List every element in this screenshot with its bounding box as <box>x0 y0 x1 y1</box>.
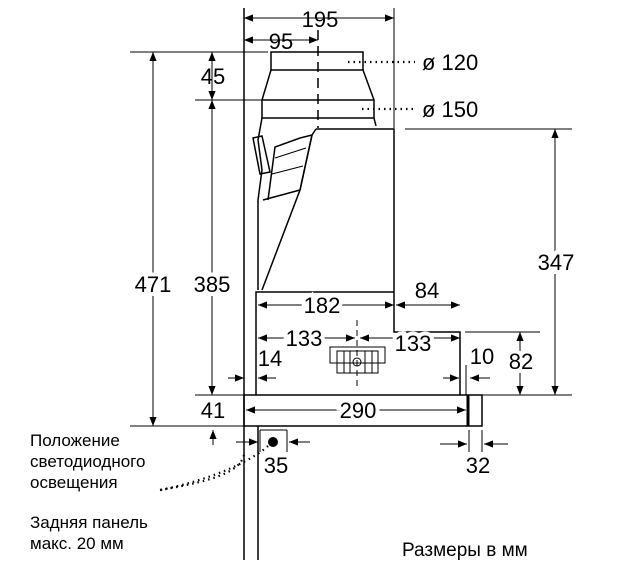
dim-133-left: 133 <box>286 326 323 351</box>
units-caption: Размеры в мм <box>402 540 528 561</box>
dim-84: 84 <box>415 278 439 303</box>
dim-41: 41 <box>201 398 225 423</box>
duct-connector <box>261 30 377 128</box>
dim-35: 35 <box>264 453 288 478</box>
dim-32: 32 <box>466 453 490 478</box>
light-fixture-icon <box>329 320 386 387</box>
dim-45: 45 <box>201 64 225 89</box>
dim-182: 182 <box>304 293 341 318</box>
dim-133-right: 133 <box>395 331 432 356</box>
back-panel-label: Задняя панель макс. 20 мм <box>30 513 148 553</box>
dim-471: 471 <box>135 272 172 297</box>
dim-dia-150: ø 150 <box>422 97 478 122</box>
dim-347: 347 <box>538 250 575 275</box>
back-panel-leader-line <box>159 454 246 492</box>
dim-95: 95 <box>269 29 293 54</box>
led-position-marker <box>268 437 278 447</box>
led-label-line-3: освещения <box>30 473 118 492</box>
led-position-label: Положение светодиодного освещения <box>30 431 145 492</box>
led-label-line-2: светодиодного <box>30 452 145 471</box>
hood-body <box>252 117 461 395</box>
back-panel <box>243 8 259 560</box>
dim-290: 290 <box>340 398 377 423</box>
dimension-labels: 195 95 ø 120 ø 150 45 471 385 41 347 182… <box>131 7 579 478</box>
led-leader-line <box>159 445 269 492</box>
dim-10: 10 <box>470 344 494 369</box>
led-label-line-1: Положение <box>30 431 120 450</box>
dim-14: 14 <box>258 346 282 371</box>
dim-dia-120: ø 120 <box>422 50 478 75</box>
dim-82: 82 <box>509 349 533 374</box>
back-panel-label-line-2: макс. 20 мм <box>30 534 124 553</box>
dim-195: 195 <box>302 7 339 32</box>
dim-385: 385 <box>194 272 231 297</box>
front-panel <box>243 394 483 427</box>
dimension-lines <box>130 8 572 452</box>
back-panel-label-line-1: Задняя панель <box>30 513 148 532</box>
